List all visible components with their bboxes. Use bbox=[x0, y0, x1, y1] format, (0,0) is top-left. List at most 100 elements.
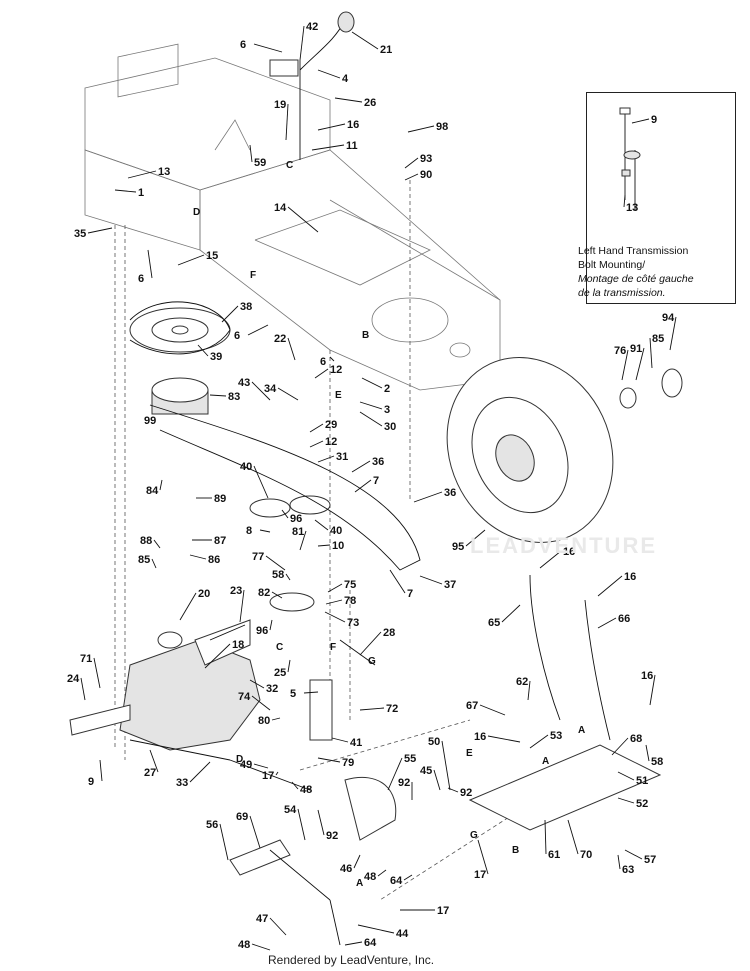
transmission bbox=[69, 619, 261, 751]
part-callout-31: 31 bbox=[336, 451, 348, 463]
reference-letter-b: B bbox=[362, 330, 369, 341]
reference-letter-a: A bbox=[542, 756, 549, 767]
part-callout-92: 92 bbox=[460, 787, 472, 799]
part-callout-25: 25 bbox=[274, 667, 286, 679]
leader-line bbox=[269, 619, 273, 631]
leader-line bbox=[359, 707, 385, 711]
reference-letter-e: E bbox=[335, 390, 342, 401]
leader-line bbox=[344, 941, 363, 946]
part-callout-61: 61 bbox=[548, 849, 560, 861]
leader-line bbox=[617, 797, 635, 804]
part-callout-96: 96 bbox=[290, 513, 302, 525]
leader-line bbox=[197, 344, 209, 357]
leader-line bbox=[251, 943, 271, 951]
leader-line bbox=[544, 819, 547, 855]
reference-letter-d: D bbox=[193, 207, 200, 218]
inset-hardware bbox=[619, 107, 641, 210]
leader-line bbox=[219, 823, 229, 861]
leader-line bbox=[297, 808, 306, 841]
leader-line bbox=[127, 170, 157, 179]
part-callout-76: 76 bbox=[614, 345, 626, 357]
brake-linkage bbox=[129, 574, 662, 946]
part-callout-17: 17 bbox=[262, 770, 274, 782]
part-callout-37: 37 bbox=[444, 579, 456, 591]
leader-line bbox=[249, 144, 253, 163]
part-callout-99: 99 bbox=[144, 415, 156, 427]
reference-letter-d: D bbox=[236, 754, 243, 765]
leader-line bbox=[309, 423, 324, 433]
leader-line bbox=[253, 465, 269, 499]
leader-line bbox=[80, 677, 86, 701]
part-callout-17: 17 bbox=[474, 869, 486, 881]
leader-line bbox=[357, 924, 395, 934]
part-callout-50: 50 bbox=[428, 736, 440, 748]
part-callout-90: 90 bbox=[420, 169, 432, 181]
leader-line bbox=[311, 144, 345, 151]
footer-credit: Rendered by LeadVenture, Inc. bbox=[268, 953, 435, 967]
part-callout-39: 39 bbox=[210, 351, 222, 363]
part-callout-20: 20 bbox=[198, 588, 210, 600]
leader-line bbox=[351, 31, 379, 50]
reference-letter-c: C bbox=[276, 642, 283, 653]
part-callout-59: 59 bbox=[254, 157, 266, 169]
leader-line bbox=[281, 509, 289, 519]
leader-line bbox=[317, 809, 325, 836]
part-callout-57: 57 bbox=[644, 854, 656, 866]
part-callout-15: 15 bbox=[206, 250, 218, 262]
leader-line bbox=[317, 544, 331, 547]
part-callout-69: 69 bbox=[236, 811, 248, 823]
part-callout-73: 73 bbox=[347, 617, 359, 629]
part-callout-12: 12 bbox=[330, 364, 342, 376]
part-callout-81: 81 bbox=[292, 526, 304, 538]
leader-line bbox=[287, 206, 319, 233]
part-callout-42: 42 bbox=[306, 21, 318, 33]
part-callout-34: 34 bbox=[264, 383, 277, 395]
part-callout-98: 98 bbox=[436, 121, 448, 133]
part-callout-43: 43 bbox=[238, 377, 250, 389]
part-callout-24: 24 bbox=[67, 673, 80, 685]
leader-line bbox=[287, 659, 291, 673]
leader-line bbox=[271, 717, 281, 721]
part-callout-56: 56 bbox=[206, 819, 218, 831]
leader-line bbox=[87, 227, 113, 234]
leader-line bbox=[147, 249, 153, 279]
part-callout-45: 45 bbox=[420, 765, 432, 777]
part-callout-85: 85 bbox=[652, 333, 664, 345]
leader-line bbox=[433, 769, 441, 791]
leader-line bbox=[93, 657, 101, 689]
reference-letter-a: A bbox=[356, 878, 363, 889]
part-callout-2: 2 bbox=[384, 383, 390, 395]
part-callout-66: 66 bbox=[618, 613, 630, 625]
part-callout-19: 19 bbox=[274, 99, 286, 111]
part-callout-47: 47 bbox=[256, 913, 268, 925]
part-callout-27: 27 bbox=[144, 767, 156, 779]
part-callout-17: 17 bbox=[437, 905, 449, 917]
part-callout-96: 96 bbox=[256, 625, 268, 637]
reference-letter-f: F bbox=[250, 270, 256, 281]
leader-line bbox=[314, 519, 329, 531]
part-callout-74: 74 bbox=[238, 691, 251, 703]
part-callout-35: 35 bbox=[74, 228, 86, 240]
leader-line bbox=[407, 125, 435, 133]
part-callout-36: 36 bbox=[372, 456, 384, 468]
part-callout-80: 80 bbox=[258, 715, 270, 727]
part-callout-29: 29 bbox=[325, 419, 337, 431]
reference-letter-g: G bbox=[368, 656, 376, 667]
part-callout-52: 52 bbox=[636, 798, 648, 810]
leader-line bbox=[325, 599, 343, 605]
leader-line bbox=[477, 839, 489, 875]
part-callout-67: 67 bbox=[466, 700, 478, 712]
leader-line bbox=[189, 554, 207, 560]
leader-line bbox=[353, 854, 361, 869]
pulleys bbox=[129, 301, 421, 612]
part-callout-6: 6 bbox=[320, 356, 326, 368]
part-callout-41: 41 bbox=[350, 737, 362, 749]
leader-line bbox=[527, 680, 531, 701]
part-callout-82: 82 bbox=[258, 587, 270, 599]
leader-line bbox=[487, 735, 521, 743]
leader-line bbox=[419, 575, 443, 585]
leader-line bbox=[204, 643, 231, 669]
part-callout-77: 77 bbox=[252, 551, 264, 563]
part-callout-13: 13 bbox=[158, 166, 170, 178]
leader-line bbox=[404, 157, 419, 169]
